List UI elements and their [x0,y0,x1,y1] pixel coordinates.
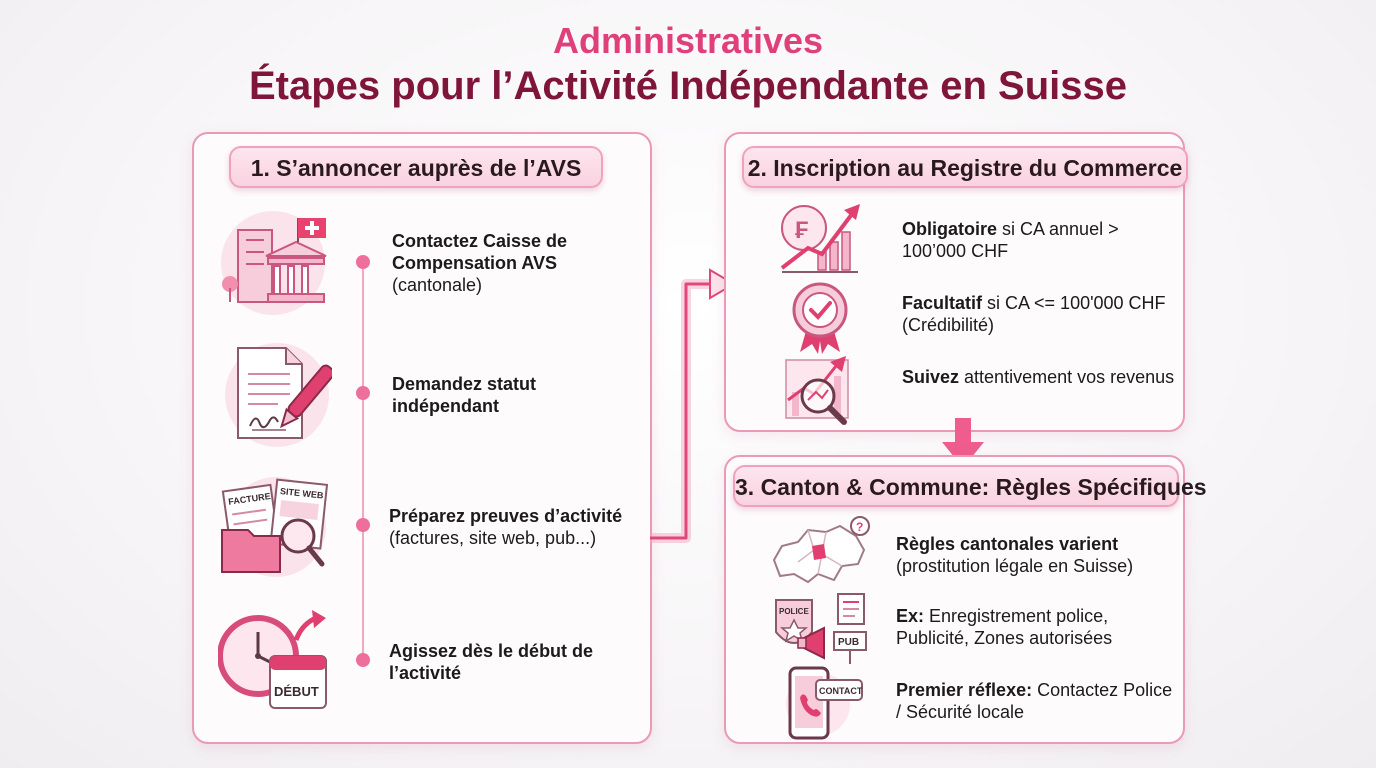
registre-item-2: Facultatif si CA <= 100'000 CHF (Crédibi… [902,292,1182,336]
police-label: POLICE [779,607,809,616]
canton-item-3: Premier réflexe: Contactez Police / Sécu… [896,679,1176,723]
step4-bold: Agissez dès le début de l’activité [389,641,594,683]
registre-item-1-normal: si CA annuel > 100’000 CHF [902,219,1119,261]
canton-item-2: Ex: Enregistrement police, Publicité, Zo… [896,605,1176,649]
step2-bold: Demandez statut indépendant [392,374,537,416]
signed-document-icon [222,340,335,450]
canton-item-1: Règles cantonales varient (prostitution … [896,533,1176,577]
section2-title: 2. Inscription au Registre du Commerce [742,146,1188,188]
clock-calendar-icon: DÉBUT [217,608,328,718]
registre-item-3-bold: Suivez [902,367,960,387]
timeline-dot [356,386,370,400]
step3-bold: Préparez preuves d’activité [389,506,623,526]
step3-normal: (factures, site web, pub...) [389,528,597,548]
timeline-dot [356,255,370,269]
registre-item-1-bold: Obligatoire [902,219,998,239]
step1-normal: (cantonale) [392,275,483,295]
step2-text: Demandez statut indépendant [392,373,642,417]
swiss-map-icon: ? [768,516,876,594]
timeline-dot [356,518,370,532]
canton-item-1-bold: Règles cantonales varient [896,534,1119,554]
section1-title: 1. S’annoncer auprès de l’AVS [229,146,603,188]
canton-item-2-normal: Enregistrement police, Publicité, Zones … [896,606,1113,648]
canton-item-3-bold: Premier réflexe: [896,680,1033,700]
canton-item-2-bold: Ex: [896,606,925,626]
title-line-1: Administratives [552,20,824,61]
police-pub-icon: POLICE PUB [772,592,872,670]
canton-item-3-normal: Contactez Police / Sécurité locale [896,680,1173,722]
canton-item-1-normal: (prostitution légale en Suisse) [896,556,1134,576]
franc-growth-chart-icon: ₣ [778,200,862,278]
svg-text:?: ? [856,520,863,534]
step1-bold: Contactez Caisse de Compensation AVS [392,231,568,273]
step3-text: Préparez preuves d’activité (factures, s… [389,505,639,549]
government-building-icon [218,208,328,318]
pub-label: PUB [838,637,859,648]
registre-item-3-normal: attentivement vos revenus [959,367,1175,387]
step1-text: Contactez Caisse de Compensation AVS (ca… [392,230,642,296]
registre-item-2-normal: si CA <= 100'000 CHF (Crédibilité) [902,293,1166,335]
phone-contact-icon: CONTACT [782,664,866,742]
registre-item-3: Suivez attentivement vos revenus [902,366,1182,388]
debut-label: DÉBUT [274,684,319,699]
step4-text: Agissez dès le début de l’activité [389,640,639,684]
quality-badge-icon [778,278,862,356]
contact-label: CONTACT [819,686,863,696]
section3-title: 3. Canton & Commune: Règles Spécifiques [733,465,1207,507]
svg-text:₣: ₣ [795,217,808,244]
main-title: Étapes pour l’Activité Indépendante en S… [249,64,1127,108]
proof-documents-icon: FACTURE SITE WEB [218,472,329,582]
site-web-label: SITE WEB [280,486,325,501]
registre-item-2-bold: Facultatif [902,293,983,313]
connector-arrow [650,268,736,543]
timeline-dot [356,653,370,667]
timeline-line [362,258,364,662]
registre-item-1: Obligatoire si CA annuel > 100’000 CHF [902,218,1182,262]
magnifier-chart-icon [778,352,862,430]
